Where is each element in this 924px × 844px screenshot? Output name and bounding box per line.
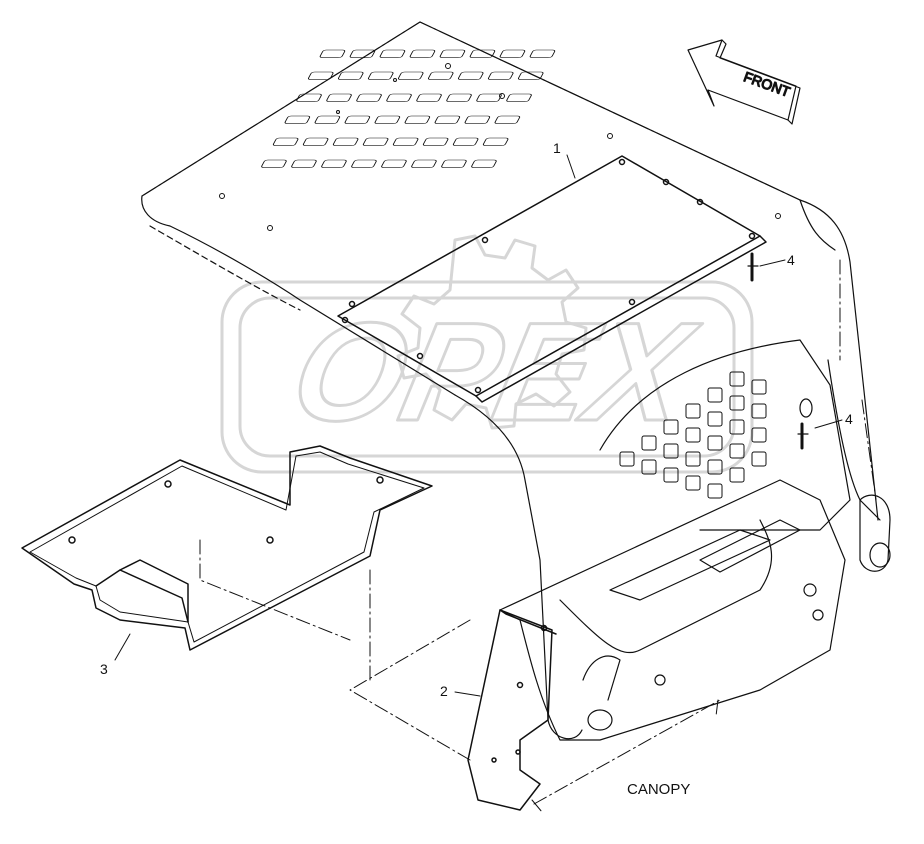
watermark-text: OPEX bbox=[280, 294, 710, 450]
part-4-fastener-lower bbox=[797, 398, 813, 450]
assembly-lines bbox=[141, 21, 877, 813]
callout-3: 3 bbox=[100, 661, 108, 677]
part-4-fastener-upper bbox=[747, 252, 759, 282]
roof-vent-grid bbox=[219, 49, 781, 231]
front-direction-arrow: FRONT bbox=[687, 39, 801, 125]
callout-4-upper: 4 bbox=[787, 252, 795, 268]
part-3-floor-mat bbox=[21, 445, 433, 651]
part-2-side-panel bbox=[467, 609, 557, 811]
callout-2: 2 bbox=[440, 683, 448, 699]
canopy-rear-grid bbox=[599, 339, 891, 572]
watermark-logo bbox=[220, 234, 754, 474]
diagram-caption: CANOPY bbox=[627, 781, 690, 798]
canopy-lower-body bbox=[499, 479, 846, 741]
part-1-headliner-panel bbox=[337, 155, 767, 403]
callout-4-lower: 4 bbox=[845, 411, 853, 427]
leader-lines bbox=[114, 154, 843, 697]
callout-1: 1 bbox=[553, 140, 561, 156]
